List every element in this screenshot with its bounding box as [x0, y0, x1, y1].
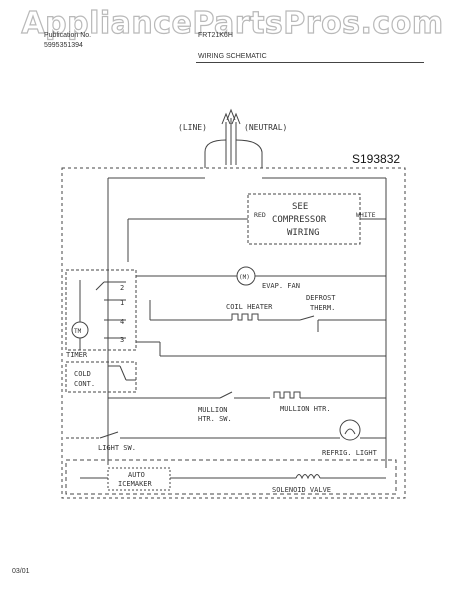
- refrig-light-bulb: [339, 419, 361, 441]
- terminal-3: 3: [120, 336, 124, 344]
- refrig-light-label: REFRIG. LIGHT: [322, 449, 378, 457]
- coil-heater-label: COIL HEATER: [226, 303, 273, 311]
- terminal-1: 1: [120, 299, 124, 307]
- defrost-therm-switch: [299, 315, 315, 321]
- watermark-logo: AppliancePartsPros.com: [21, 5, 444, 41]
- mullion-sw-label2: HTR. SW.: [198, 415, 232, 423]
- auto-icemaker-label1: AUTO: [128, 471, 145, 479]
- defrost-therm-label2: THERM.: [310, 304, 335, 312]
- icemaker-region: [65, 459, 397, 495]
- timer-motor-glyph: TM: [74, 328, 82, 335]
- mullion-sw-label1: MULLION: [198, 406, 228, 414]
- auto-icemaker-box: [107, 467, 171, 491]
- compressor-line2: COMPRESSOR: [272, 215, 327, 225]
- coil-heater-element: [231, 313, 259, 321]
- mullion-heater-element: [273, 391, 301, 399]
- light-switch: [99, 431, 119, 439]
- model-number: S193832: [352, 152, 401, 166]
- fan-motor-glyph: (M): [239, 274, 250, 281]
- publication-number: 5995351394: [44, 42, 83, 49]
- mullion-htr-switch: [219, 391, 233, 399]
- solenoid-valve-coil: [295, 474, 321, 480]
- header-rule: [196, 62, 424, 63]
- timer-label: TIMER: [66, 351, 88, 359]
- line-label: (LINE): [178, 123, 207, 132]
- defrost-therm-label1: DEFROST: [306, 294, 336, 302]
- white-wire-label: WHITE: [356, 211, 376, 219]
- timer-box: [65, 269, 137, 351]
- neutral-label: (NEUTRAL): [244, 123, 287, 132]
- light-sw-label: LIGHT SW.: [98, 444, 136, 452]
- cold-control-box: [65, 361, 137, 393]
- auto-icemaker-label2: ICEMAKER: [118, 480, 153, 488]
- compressor-line1: SEE: [292, 202, 308, 212]
- evap-fan-label: EVAP. FAN: [262, 282, 300, 290]
- compressor-line3: WIRING: [287, 228, 320, 238]
- cold-control-switch: [119, 365, 127, 381]
- power-input-leads: [204, 108, 263, 168]
- red-wire-label: RED: [254, 211, 266, 219]
- model-label: FRT21K6H: [198, 32, 233, 39]
- mullion-htr-label: MULLION HTR.: [280, 405, 331, 413]
- terminal-4: 4: [120, 318, 124, 326]
- cold-cont-label1: COLD: [74, 370, 91, 378]
- terminal-2: 2: [120, 284, 124, 292]
- solenoid-valve-label: SOLENOID VALVE: [272, 486, 331, 494]
- cold-cont-label2: CONT.: [74, 380, 95, 388]
- footer-date: 03/01: [12, 568, 30, 575]
- schematic-title: WIRING SCHEMATIC: [198, 53, 267, 60]
- publication-label: Publication No.: [44, 32, 92, 39]
